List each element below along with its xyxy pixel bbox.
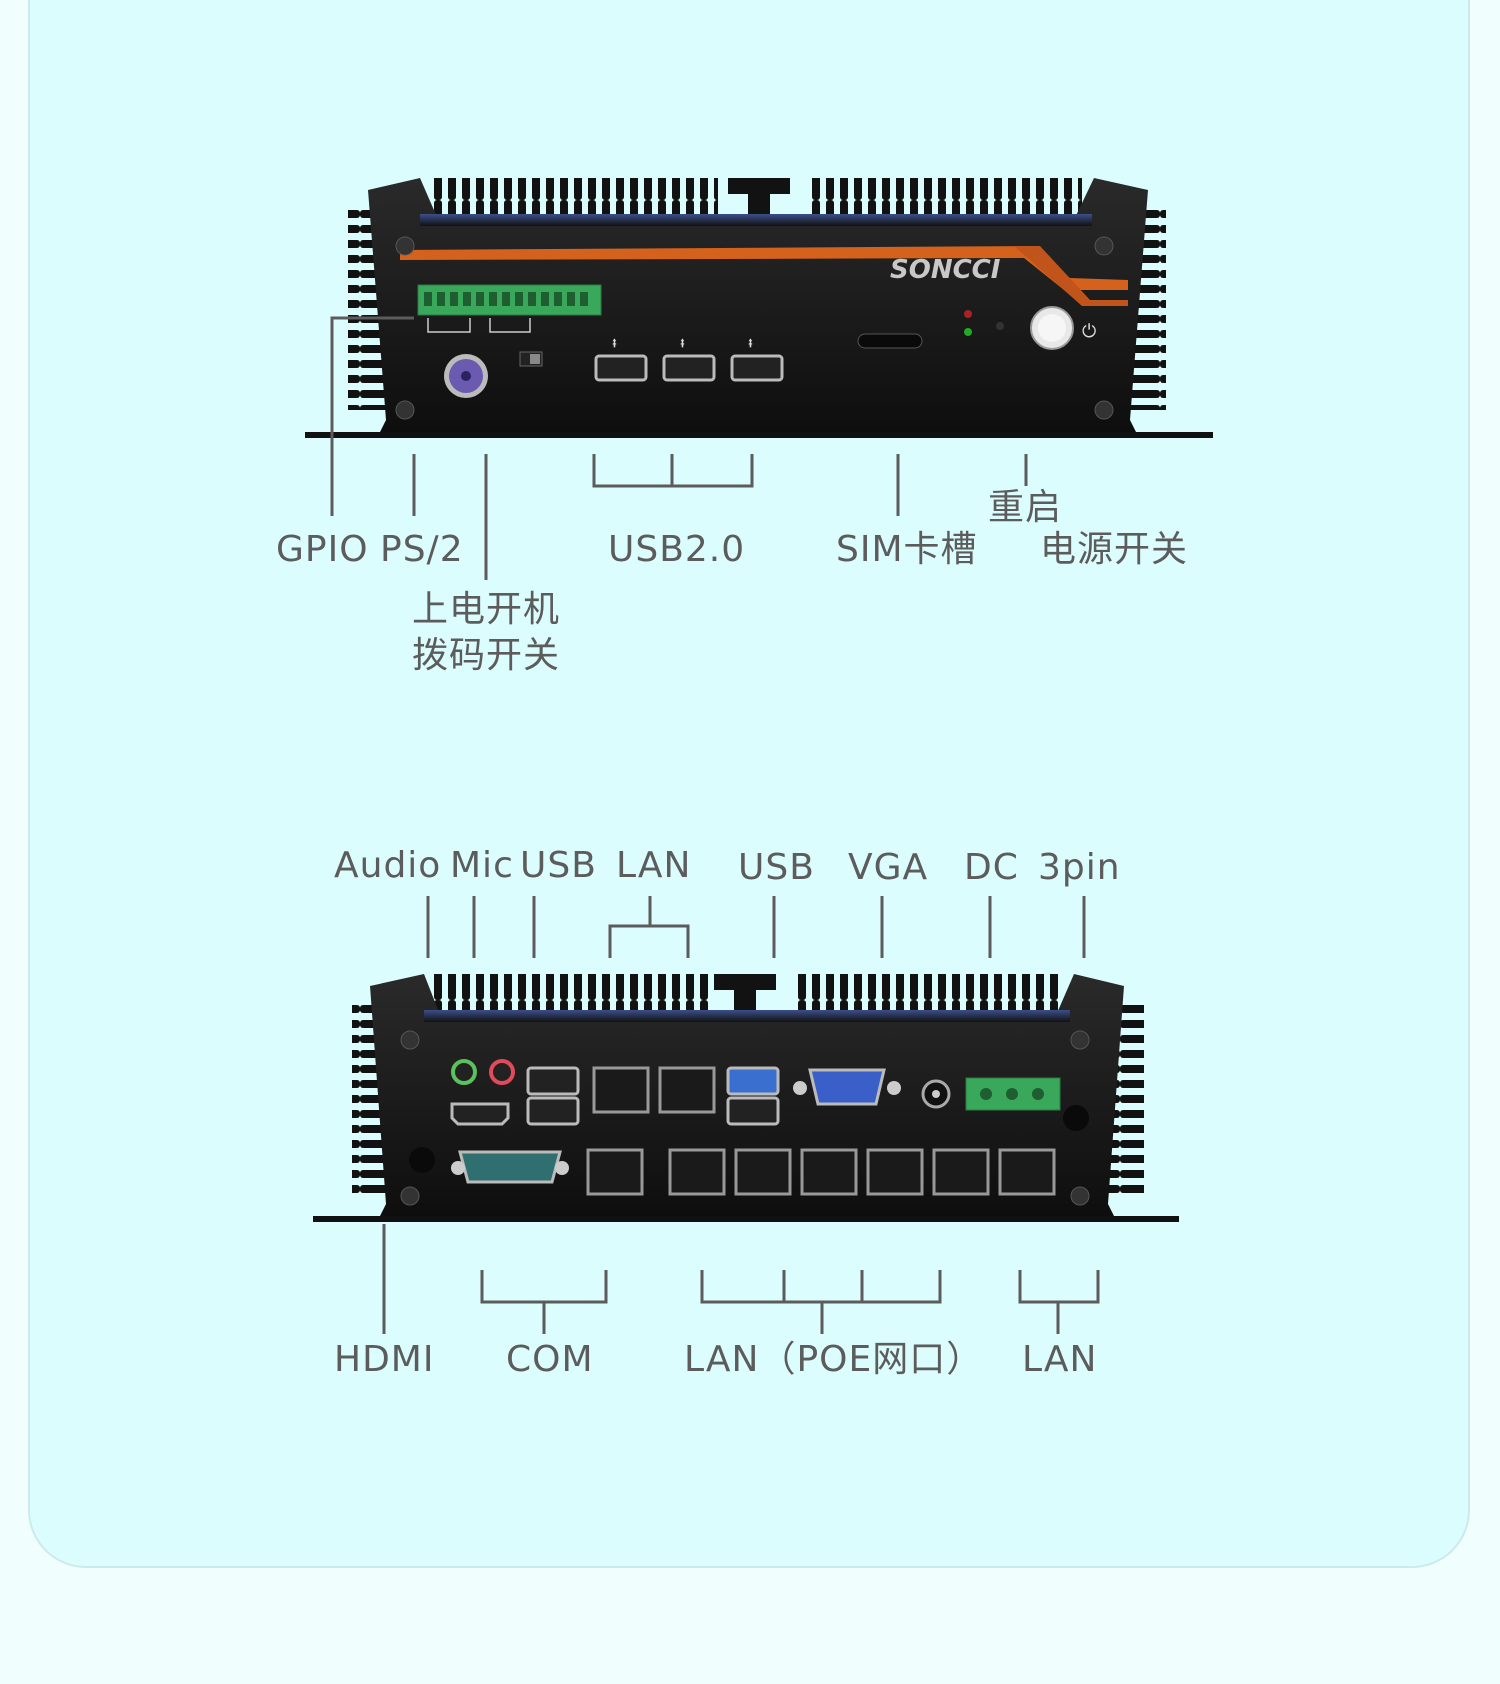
label-power-on-switch-line1: 上电开机 <box>412 589 561 630</box>
rear-device <box>313 974 1179 1222</box>
label-dc: DC <box>964 847 1019 888</box>
label-usb20: USB2.0 <box>608 529 746 570</box>
label-sim-slot: SIM卡槽 <box>836 529 978 570</box>
front-leader-lines <box>330 316 1028 580</box>
front-device: SONCCI <box>305 178 1213 438</box>
label-com: COM <box>506 1339 594 1380</box>
svg-text:⭻: ⭻ <box>748 336 753 352</box>
rear-bottom-leader-lines <box>382 1224 1100 1334</box>
label-lan: LAN <box>1022 1339 1098 1380</box>
label-power-on-switch-line2: 拨码开关 <box>412 635 561 676</box>
label-vga: VGA <box>848 847 929 888</box>
label-power-switch: 电源开关 <box>1040 529 1189 570</box>
label-3pin: 3pin <box>1038 847 1121 888</box>
label-lan-a: LAN <box>616 845 692 886</box>
brand-logo: SONCCI <box>890 255 1001 285</box>
label-usb-b: USB <box>738 847 815 888</box>
label-ps2: PS/2 <box>380 529 464 570</box>
svg-text:⭻: ⭻ <box>680 336 685 352</box>
label-hdmi: HDMI <box>334 1339 435 1380</box>
label-lan-poe: LAN（POE网口） <box>684 1339 984 1380</box>
label-gpio: GPIO <box>276 529 369 570</box>
label-audio: Audio <box>334 845 442 886</box>
svg-text:⭻: ⭻ <box>612 336 617 352</box>
svg-text:⏻: ⏻ <box>1082 321 1096 342</box>
label-reset: 重启 <box>988 487 1063 528</box>
rear-top-leader-lines <box>426 896 1086 958</box>
label-usb-a: USB <box>520 845 597 886</box>
label-mic: Mic <box>450 845 514 886</box>
